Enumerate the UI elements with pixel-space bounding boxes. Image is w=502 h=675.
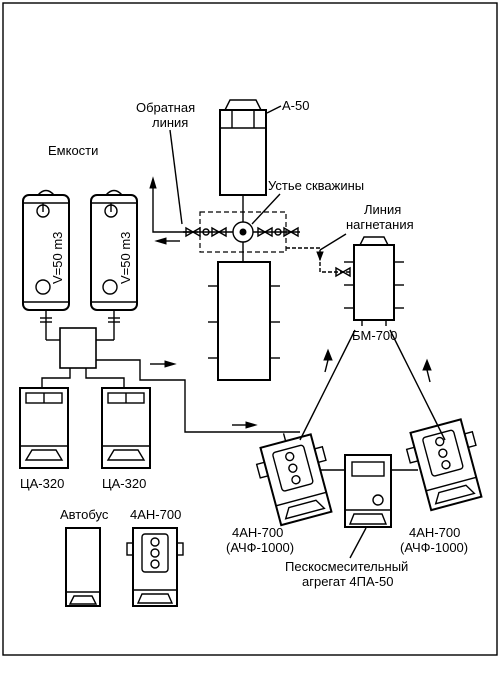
left-pump-to-bm700-line — [299, 329, 356, 441]
return-line — [152, 188, 198, 233]
tanks-title-label: Емкости — [48, 143, 98, 158]
tank-1-volume-label: V=50 m3 — [50, 232, 65, 284]
return-line-label-1: Обратная — [136, 100, 195, 115]
feed-line-arrow-2 — [245, 421, 258, 429]
an700-bottom-unit — [126, 527, 184, 607]
right-pump-unit — [405, 418, 483, 512]
ca320-left-label: ЦА-320 — [20, 476, 64, 491]
ca320-right-unit — [101, 387, 151, 469]
tank-outlet-lines — [40, 310, 120, 341]
bus-unit — [65, 527, 101, 607]
right-pump-label-2: (АЧФ-1000) — [400, 540, 468, 555]
a50-unit — [219, 99, 267, 196]
injection-line-label-1: Линия — [364, 202, 401, 217]
left-pump-label-2: (АЧФ-1000) — [226, 540, 294, 555]
an700-bottom-label: 4АН-700 — [130, 507, 181, 522]
injection-line-label-2: нагнетания — [346, 217, 414, 232]
bus-label: Автобус — [60, 507, 109, 522]
manifold-to-ca320-left-line — [41, 368, 71, 388]
feed-line-to-pumps — [96, 359, 300, 433]
right-pump-to-bm700-line — [389, 329, 446, 441]
tank-1: V=50 m3 — [22, 189, 70, 311]
wellhead-left-valves — [183, 226, 233, 238]
sand-mixer-unit — [344, 454, 392, 528]
manifold-to-ca320-right-line — [85, 368, 125, 388]
feed-line-arrow — [164, 360, 177, 368]
ca320-right-label: ЦА-320 — [102, 476, 146, 491]
wellhead-right-valves — [253, 226, 300, 238]
manifold-block — [59, 327, 97, 369]
tank-2-volume-label: V=50 m3 — [118, 232, 133, 284]
return-line-arrow-up — [149, 176, 157, 189]
a50-label: А-50 — [282, 98, 309, 113]
sand-mixer-label-1: Пескосмесительный — [285, 559, 408, 574]
sand-mixer-label-2: агрегат 4ПА-50 — [302, 574, 393, 589]
right-pump-label-1: 4АН-700 — [409, 525, 460, 540]
return-line-arrow-left — [154, 237, 167, 245]
left-pump-unit — [255, 433, 333, 527]
bm700-label: БМ-700 — [352, 328, 397, 343]
bm700-unit — [344, 236, 404, 321]
tank-2: V=50 m3 — [90, 189, 138, 311]
left-pump-label-1: 4АН-700 — [232, 525, 283, 540]
main-frame-unit — [208, 261, 280, 381]
injection-valve — [335, 266, 351, 278]
return-line-label-2: линия — [152, 115, 188, 130]
wellhead-label: Устье скважины — [268, 178, 364, 193]
ca320-left-unit — [19, 387, 69, 469]
diagram-frame — [2, 2, 498, 656]
